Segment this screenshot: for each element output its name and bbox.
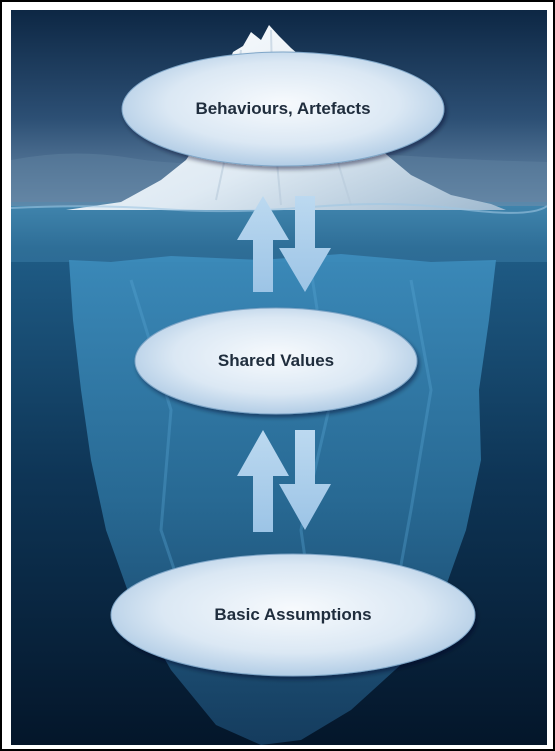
iceberg-illustration <box>11 10 547 745</box>
layer-label-basic-assumptions: Basic Assumptions <box>214 605 372 624</box>
iceberg-scene: Behaviours, Artefacts Shared Values Basi… <box>11 10 547 745</box>
arrows-middle-to-bottom <box>237 430 331 532</box>
up-arrow-icon <box>237 430 289 532</box>
up-arrow-icon <box>237 196 289 292</box>
arrows-top-to-middle <box>237 196 331 292</box>
layer-ellipse-shared-values <box>134 307 418 415</box>
layer-label-shared-values: Shared Values <box>217 351 335 370</box>
layer-ellipse-basic-assumptions <box>110 553 476 677</box>
layer-label-behaviours: Behaviours, Artefacts <box>195 99 371 118</box>
down-arrow-icon <box>279 196 331 292</box>
layer-ellipse-behaviours <box>121 51 445 167</box>
down-arrow-icon <box>279 430 331 530</box>
